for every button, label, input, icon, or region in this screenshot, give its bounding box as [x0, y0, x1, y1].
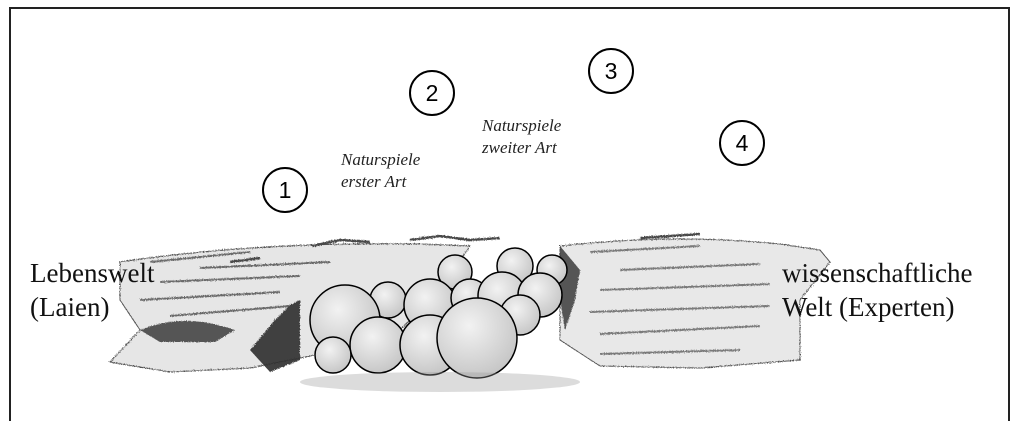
label-type2-line1: Naturspiele — [482, 115, 561, 137]
label-wissenschaftliche-welt: wissenschaftliche Welt (Experten) — [782, 256, 972, 324]
marker-3: 3 — [588, 48, 634, 94]
label-naturspiele-zweiter-art: Naturspiele zweiter Art — [482, 115, 561, 159]
bubble — [315, 337, 351, 373]
marker-2: 2 — [409, 70, 455, 116]
label-lebenswelt-line1: Lebenswelt — [30, 256, 154, 290]
marker-1-text: 1 — [279, 177, 292, 203]
label-type1-line1: Naturspiele — [341, 149, 420, 171]
label-wiss-line2: Welt (Experten) — [782, 290, 972, 324]
bubble — [350, 317, 406, 373]
label-lebenswelt: Lebenswelt (Laien) — [30, 256, 154, 324]
label-type2-line2: zweiter Art — [482, 137, 561, 159]
marker-4: 4 — [719, 120, 765, 166]
bubble — [437, 298, 517, 378]
label-lebenswelt-line2: (Laien) — [30, 290, 154, 324]
marker-1: 1 — [262, 167, 308, 213]
label-type1-line2: erster Art — [341, 171, 420, 193]
label-naturspiele-erster-art: Naturspiele erster Art — [341, 149, 420, 193]
marker-3-text: 3 — [605, 58, 618, 84]
bubble-shadow — [300, 372, 580, 392]
label-wiss-line1: wissenschaftliche — [782, 256, 972, 290]
marker-4-text: 4 — [736, 130, 749, 156]
marker-2-text: 2 — [426, 80, 439, 106]
